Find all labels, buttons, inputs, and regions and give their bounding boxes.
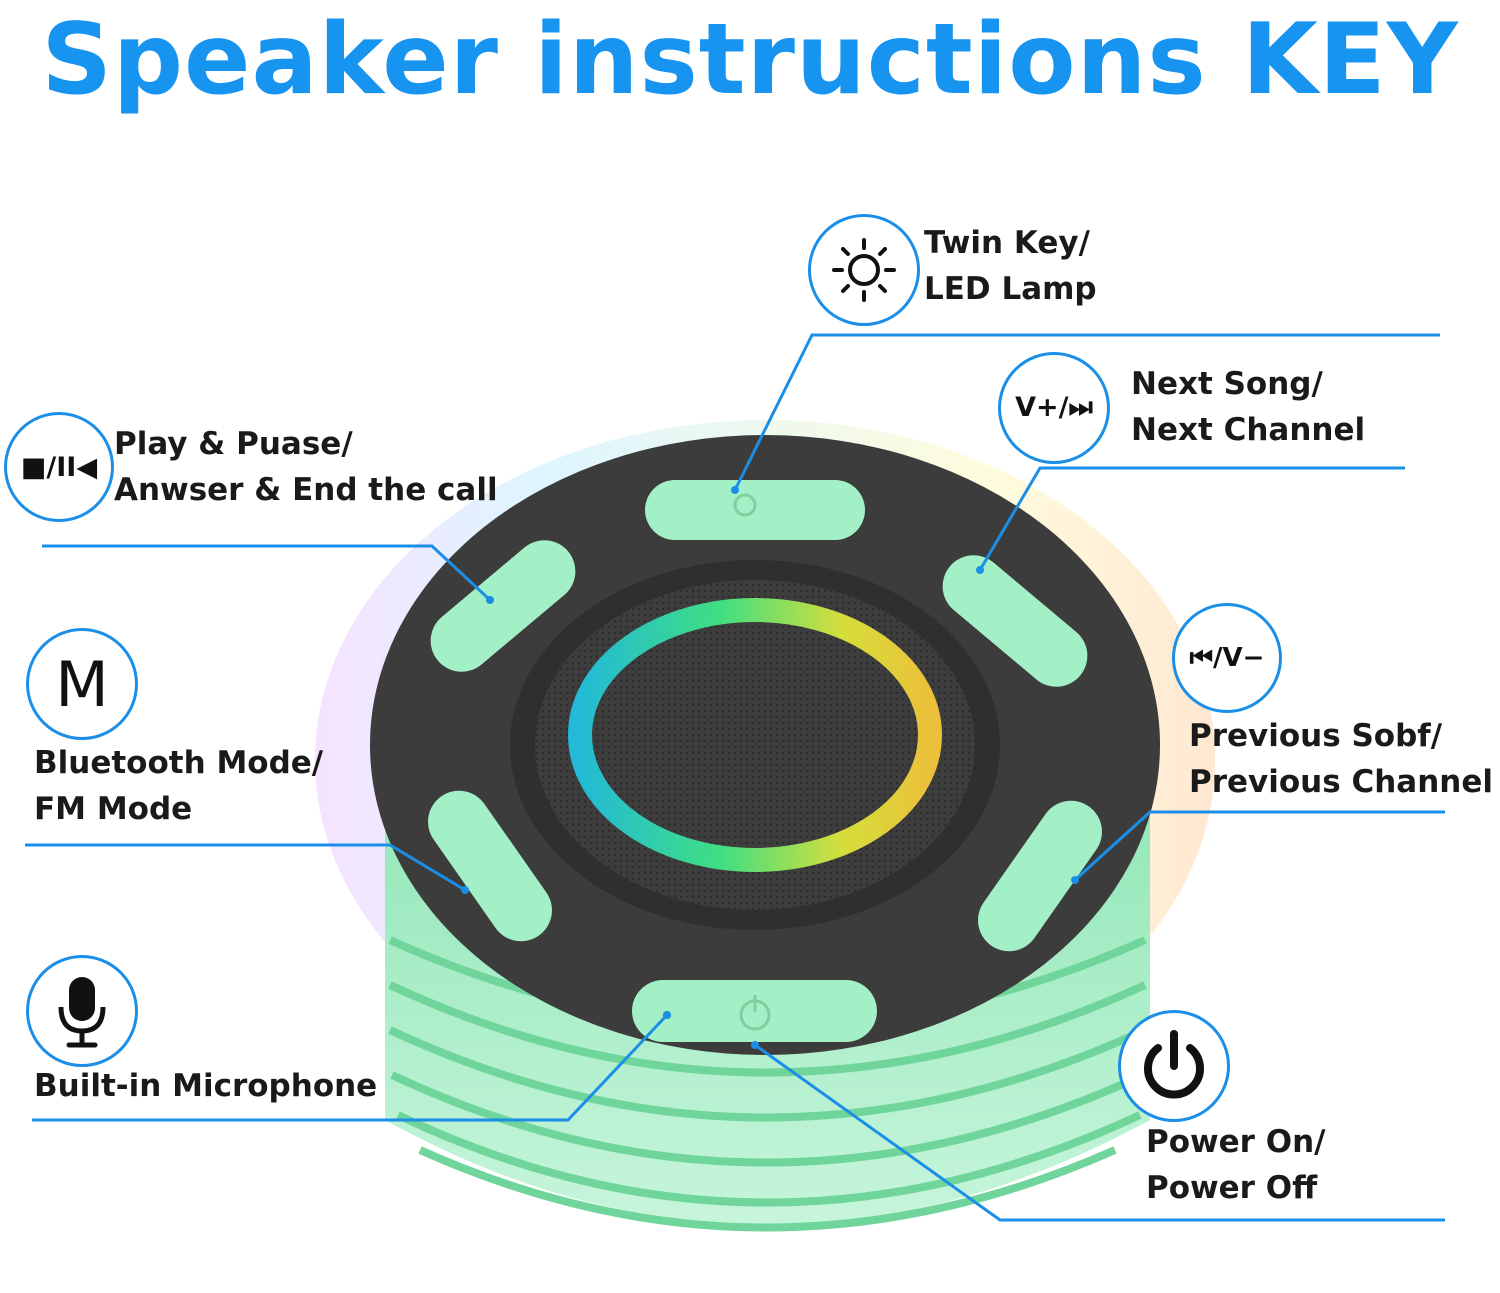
play-pause-icon: ■/II◀ <box>20 451 98 483</box>
previous-song-label: Previous Sobf/ Previous Channel <box>1189 713 1493 805</box>
play-pause-icon-circle: ■/II◀ <box>4 412 114 522</box>
power-line1: Power On/ <box>1146 1124 1326 1160</box>
leader-lines <box>25 333 1445 1222</box>
next-song-label: Next Song/ Next Channel <box>1131 361 1365 453</box>
previous-song-icon: ⏮/V− <box>1189 642 1265 673</box>
mode-icon: M <box>55 647 109 721</box>
play-pause-line2: Anwser & End the call <box>114 472 498 508</box>
next-song-line1: Next Song/ <box>1131 366 1323 402</box>
twin-key-line2: LED Lamp <box>924 271 1097 307</box>
play-pause-button[interactable] <box>418 528 588 685</box>
power-line2: Power Off <box>1146 1170 1318 1206</box>
power-label: Power On/ Power Off <box>1146 1119 1326 1211</box>
microphone-line1: Built-in Microphone <box>34 1068 378 1104</box>
power-icon-circle <box>1118 1010 1230 1122</box>
microphone-label: Built-in Microphone <box>34 1063 377 1109</box>
next-song-button[interactable] <box>930 543 1100 700</box>
previous-song-button[interactable] <box>966 789 1114 964</box>
next-song-icon: V+/⏭ <box>1015 392 1093 423</box>
previous-song-icon-circle: ⏮/V− <box>1172 603 1282 713</box>
page-title: Speaker instructions KEY <box>41 3 1459 117</box>
power-icon <box>1144 1030 1204 1099</box>
led-ring <box>568 598 942 872</box>
twin-key-line1: Twin Key/ <box>924 225 1090 261</box>
microphone-icon-circle <box>26 955 138 1067</box>
mode-icon-circle: M <box>26 628 138 740</box>
twin-key-label: Twin Key/ LED Lamp <box>924 220 1097 312</box>
mode-label: Bluetooth Mode/ FM Mode <box>34 740 323 832</box>
mode-line1: Bluetooth Mode/ <box>34 745 324 781</box>
next-song-line2: Next Channel <box>1131 412 1366 448</box>
next-song-icon-circle: V+/⏭ <box>998 352 1110 464</box>
microphone-icon <box>58 977 106 1048</box>
twin-key-icon-circle <box>808 214 920 326</box>
mode-button[interactable] <box>416 779 564 954</box>
play-pause-label: Play & Puase/ Anwser & End the call <box>114 421 498 513</box>
play-pause-line1: Play & Puase/ <box>114 426 353 462</box>
previous-song-line2: Previous Channel <box>1189 764 1494 800</box>
sun-icon <box>832 238 896 302</box>
previous-song-line1: Previous Sobf/ <box>1189 718 1443 754</box>
mode-line2: FM Mode <box>34 791 193 827</box>
